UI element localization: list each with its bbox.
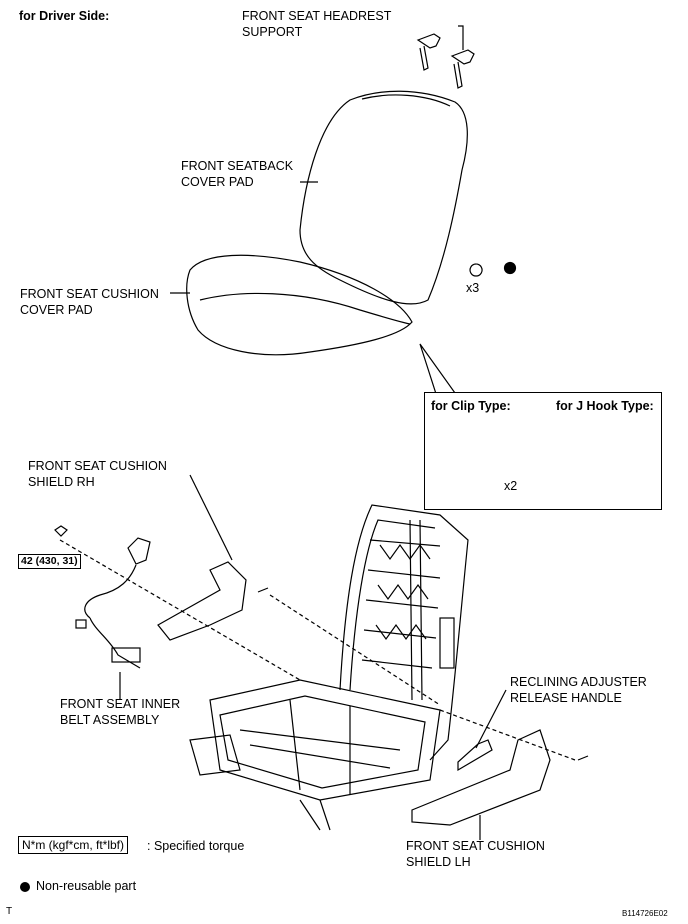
leader-reclining xyxy=(475,689,507,749)
screw-lh-icon xyxy=(577,755,589,761)
label-clip-type: for Clip Type: xyxy=(431,399,511,413)
legend-nonreusable-text: Non-reusable part xyxy=(36,879,137,893)
clip-ring-icon xyxy=(469,263,483,277)
legend-torque-text: : Specified torque xyxy=(147,839,245,853)
label-inner-belt-assembly: FRONT SEAT INNER BELT ASSEMBLY xyxy=(60,697,181,727)
fastener-type-inset xyxy=(424,392,662,510)
seatback-cover-pad xyxy=(299,90,468,305)
legend-dot-icon xyxy=(20,882,30,892)
non-reusable-dot-icon xyxy=(503,261,517,275)
leader-shield-rh xyxy=(189,474,233,561)
figure-code: B114726E02 xyxy=(622,909,668,918)
seat-cushion-shield-rh xyxy=(157,561,247,641)
seat-cushion-cover-pad xyxy=(186,254,413,356)
label-seatback-cover-pad: FRONT SEATBACK COVER PAD xyxy=(181,159,294,189)
qty-x2: x2 xyxy=(504,479,518,493)
qty-x3: x3 xyxy=(466,281,480,295)
label-jhook-type: for J Hook Type: xyxy=(556,399,654,413)
screw-icon xyxy=(257,587,269,593)
label-shield-rh: FRONT SEAT CUSHION SHIELD RH xyxy=(28,459,167,489)
leader-headrest xyxy=(458,25,464,50)
label-reclining-adjuster-release-handle: RECLINING ADJUSTER RELEASE HANDLE xyxy=(510,675,647,705)
seat-cushion-shield-lh xyxy=(411,729,551,826)
reclining-adjuster-release-handle xyxy=(457,739,493,772)
label-seat-cushion-cover-pad: FRONT SEAT CUSHION COVER PAD xyxy=(20,287,159,317)
legend-torque-box: N*m (kgf*cm, ft*lbf) xyxy=(18,836,129,854)
seat-frame xyxy=(189,504,469,831)
label-shield-lh: FRONT SEAT CUSHION SHIELD LH xyxy=(406,839,545,869)
footer-left-mark: T xyxy=(6,906,13,917)
headrest-support-right xyxy=(450,49,475,89)
driver-side-heading: for Driver Side: xyxy=(19,9,110,23)
label-headrest-support: FRONT SEAT HEADREST SUPPORT xyxy=(242,9,392,39)
headrest-support-left xyxy=(416,33,441,71)
inner-belt-assembly xyxy=(54,525,151,669)
torque-spec-box: 42 (430, 31) xyxy=(18,554,81,569)
